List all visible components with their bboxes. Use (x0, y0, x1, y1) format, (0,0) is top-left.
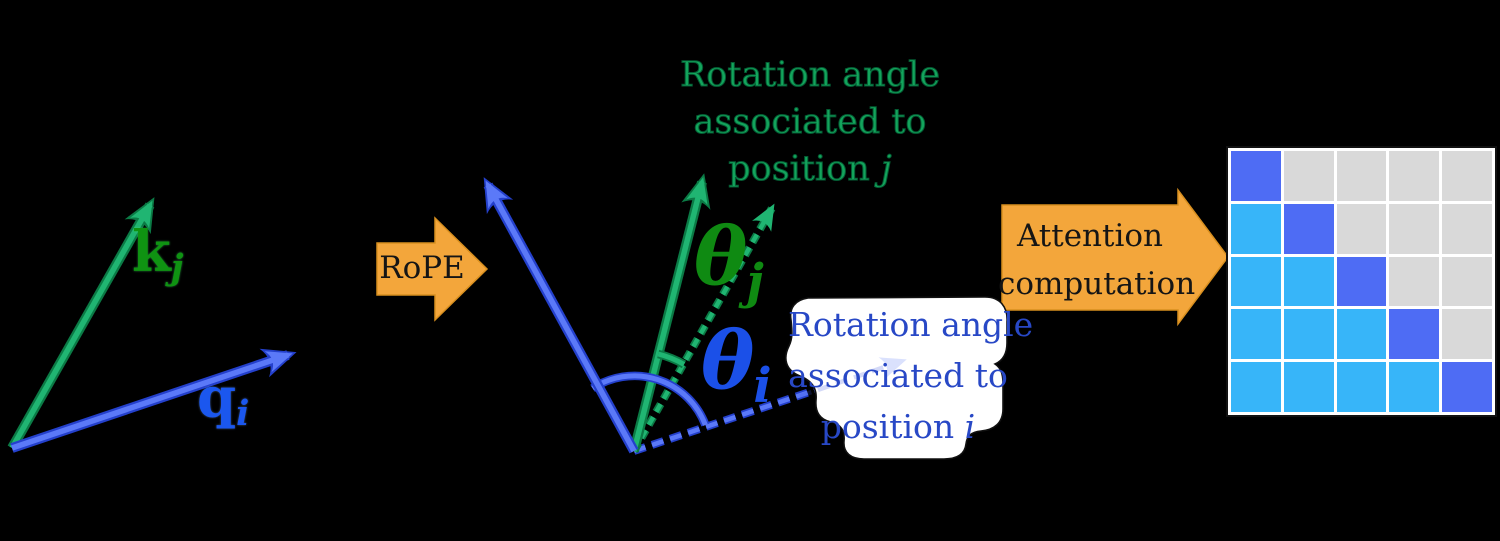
attention-arrow-line1: Attention (1016, 218, 1164, 254)
theta-j-symbol: θ (694, 209, 748, 303)
matrix-cell-diagonal (1389, 309, 1440, 360)
matrix-cell-upper (1389, 203, 1440, 254)
original-query-direction-dashed-arrow-icon (632, 353, 916, 455)
blue-note-line2: associated to (788, 356, 1008, 395)
attention-matrix-grid (1226, 146, 1497, 417)
theta-i-symbol: θ (701, 313, 755, 407)
blue-note-line3: position i (820, 407, 976, 446)
matrix-cell-lower (1283, 362, 1334, 412)
matrix-cell-diagonal (1336, 256, 1387, 307)
green-note-line3: position j (728, 149, 893, 190)
matrix-cell-diagonal (1231, 151, 1281, 201)
matrix-cell-upper (1283, 151, 1334, 201)
green-note-line1: Rotation angle (679, 55, 941, 96)
attention-arrow-label: Attention computation (998, 212, 1196, 308)
matrix-cell-upper (1389, 256, 1440, 307)
key-vector-symbol: k (132, 219, 171, 285)
matrix-cell-lower (1336, 309, 1387, 360)
theta-i-subscript: i (753, 358, 772, 415)
rotation-angle-i-note: Rotation angle associated to position i (788, 299, 1034, 452)
matrix-cell-lower (1231, 362, 1281, 412)
rotated-key-vector-arrow-icon (629, 173, 711, 453)
theta-j-subscript: j (746, 254, 764, 311)
key-vector-subscript: j (170, 246, 184, 288)
matrix-cell-lower (1336, 362, 1387, 412)
matrix-cell-lower (1231, 256, 1281, 307)
matrix-cell-lower (1231, 309, 1281, 360)
green-note-line2: associated to (693, 102, 927, 143)
matrix-cell-upper (1336, 151, 1387, 201)
matrix-cell-upper (1389, 151, 1440, 201)
matrix-cell-lower (1283, 309, 1334, 360)
query-vector-arrow-icon (10, 348, 297, 453)
query-vector-subscript: i (236, 392, 250, 434)
key-vector-arrow-icon (7, 197, 155, 451)
matrix-cell-upper (1442, 151, 1492, 201)
query-vector-label: qi (197, 370, 249, 430)
rope-block-arrow-icon (376, 216, 489, 322)
position-i-var: i (964, 407, 976, 446)
theta-j-label: θj (694, 216, 765, 306)
theta-i-label: θi (701, 320, 773, 410)
matrix-cell-lower (1231, 203, 1281, 254)
theta-j-arc-icon (657, 349, 687, 369)
matrix-cell-lower (1389, 362, 1440, 412)
matrix-cell-upper (1336, 203, 1387, 254)
key-vector-label: kj (132, 224, 183, 284)
blue-note-line1: Rotation angle (788, 305, 1034, 344)
matrix-cell-diagonal (1442, 362, 1492, 412)
position-j-var: j (880, 149, 892, 190)
rotation-angle-j-note: Rotation angle associated to position j (650, 52, 970, 193)
matrix-cell-lower (1283, 256, 1334, 307)
matrix-cell-upper (1442, 203, 1492, 254)
original-key-direction-dashed-arrow-icon (630, 203, 776, 453)
matrix-cell-diagonal (1283, 203, 1334, 254)
matrix-cell-upper (1442, 256, 1492, 307)
query-vector-symbol: q (197, 365, 237, 431)
attention-block-arrow-icon (1001, 187, 1229, 327)
attention-arrow-line2: computation (998, 266, 1196, 302)
rotated-query-vector-arrow-icon (483, 177, 639, 454)
theta-i-arc-icon (590, 371, 710, 427)
matrix-cell-upper (1442, 309, 1492, 360)
rope-arrow-label: RoPE (379, 250, 465, 286)
